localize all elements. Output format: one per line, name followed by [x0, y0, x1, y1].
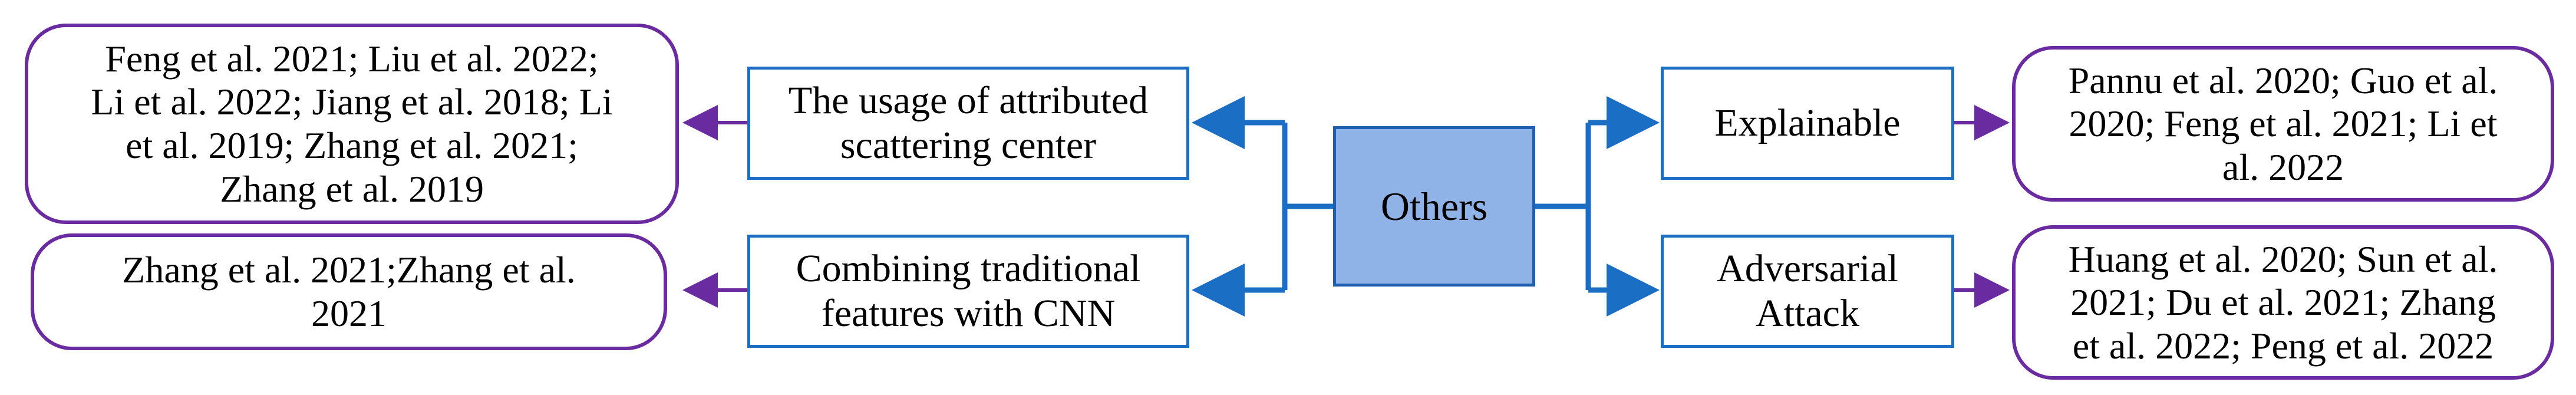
center-label: Others — [1380, 183, 1488, 229]
reference-text: Zhang et al. 2021;Zhang et al. 2021 — [122, 249, 576, 334]
category-label: Adversarial Attack — [1717, 247, 1898, 335]
references-traditional-features-cnn: Zhang et al. 2021;Zhang et al. 2021 — [31, 233, 667, 350]
references-adversarial-attack: Huang et al. 2020; Sun et al. 2021; Du e… — [2012, 225, 2554, 380]
reference-text: Feng et al. 2021; Liu et al. 2022; Li et… — [91, 37, 613, 210]
reference-text: Huang et al. 2020; Sun et al. 2021; Du e… — [2068, 238, 2498, 367]
center-node-others: Others — [1333, 126, 1535, 287]
references-attributed-scattering-center: Feng et al. 2021; Liu et al. 2022; Li et… — [25, 24, 679, 224]
right-connector — [1535, 96, 1660, 317]
category-label: Explainable — [1714, 101, 1901, 145]
category-label: The usage of attributed scattering cente… — [788, 79, 1149, 167]
reference-arrows — [682, 105, 2010, 308]
category-attributed-scattering-center: The usage of attributed scattering cente… — [747, 67, 1189, 180]
category-explainable: Explainable — [1661, 67, 1954, 180]
left-connector — [1192, 96, 1333, 317]
reference-text: Pannu et al. 2020; Guo et al. 2020; Feng… — [2068, 59, 2498, 188]
category-adversarial-attack: Adversarial Attack — [1661, 235, 1954, 348]
references-explainable: Pannu et al. 2020; Guo et al. 2020; Feng… — [2012, 46, 2554, 202]
category-label: Combining traditional features with CNN — [796, 247, 1141, 335]
category-traditional-features-cnn: Combining traditional features with CNN — [747, 235, 1189, 348]
